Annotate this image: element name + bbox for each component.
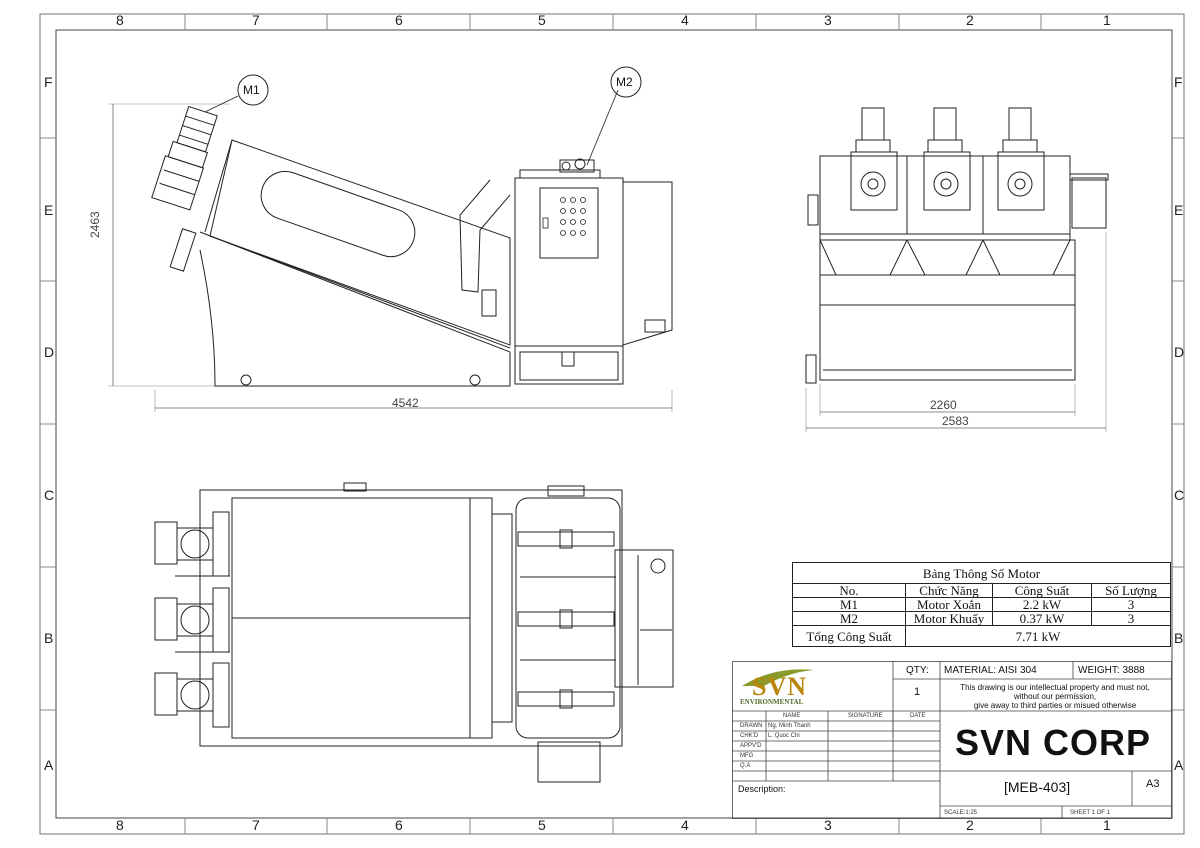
zone-row-right-C: C <box>1174 487 1185 503</box>
side-view <box>108 66 673 412</box>
motor-m2-no: M2 <box>792 611 906 626</box>
zone-col-top-7: 7 <box>252 12 260 28</box>
zone-row-right-D: D <box>1174 344 1185 360</box>
balloon-m1: M1 <box>243 83 260 97</box>
description-label: Description: <box>738 784 786 794</box>
sheet-label: SHEET 1 OF 1 <box>1070 810 1110 816</box>
qty-value: 1 <box>914 686 921 698</box>
zone-col-top-8: 8 <box>116 12 124 28</box>
motor-total-value: 7.71 kW <box>905 625 1171 647</box>
qty-label: QTY: <box>906 665 929 676</box>
zone-col-bottom-3: 3 <box>824 817 832 833</box>
role-qa: Q.A <box>740 763 751 769</box>
motor-table-title: Bảng Thông Số Motor <box>792 562 1171 584</box>
top-view <box>154 482 674 783</box>
motor-total-label: Tổng Công Suất <box>792 625 906 647</box>
motor-table-header-qty: Số Lượng <box>1091 583 1171 598</box>
role-checked: CHK'D <box>740 733 759 739</box>
table-row: M2 Motor Khuấy 0.37 kW 3 <box>792 611 1171 626</box>
motor-m1-qty: 3 <box>1091 597 1171 612</box>
ip-notice-line-3: give away to third parties or misued oth… <box>973 701 1137 710</box>
zone-col-bottom-1: 1 <box>1103 817 1111 833</box>
col-header-signature: SIGNATURE <box>848 713 883 719</box>
zone-row-left-F: F <box>44 74 53 90</box>
zone-ticks <box>40 14 1184 834</box>
weight-label: WEIGHT: 3888 <box>1078 665 1145 676</box>
motor-m2-qty: 3 <box>1091 611 1171 626</box>
zone-row-right-B: B <box>1174 630 1184 646</box>
zone-col-bottom-5: 5 <box>538 817 546 833</box>
dim-side-height: 2463 <box>88 211 102 238</box>
zone-row-left-C: C <box>44 487 55 503</box>
motor-table-header-function: Chức Năng <box>905 583 993 598</box>
zone-row-right-A: A <box>1174 757 1184 773</box>
material-label: MATERIAL: AISI 304 <box>944 665 1037 676</box>
dim-end-outer-width: 2583 <box>942 414 969 428</box>
ip-notice-line-2: without our permission, <box>1013 692 1097 701</box>
logo-text: SVN <box>752 672 808 701</box>
col-header-name: NAME <box>783 713 801 719</box>
dim-end-inner-width: 2260 <box>930 398 957 412</box>
zone-col-bottom-4: 4 <box>681 817 689 833</box>
company-name: SVN CORP <box>955 722 1152 763</box>
motor-table-header-no: No. <box>792 583 906 598</box>
motor-m2-power: 0.37 kW <box>992 611 1092 626</box>
zone-col-bottom-2: 2 <box>966 817 974 833</box>
role-drawn: DRAWN <box>740 723 763 729</box>
svn-logo: SVN ENVIRONMENTAL <box>734 662 892 708</box>
motor-m2-function: Motor Khuấy <box>905 611 993 626</box>
zone-col-bottom-8: 8 <box>116 817 124 833</box>
role-mfg: MFG <box>740 753 754 759</box>
zone-col-top-1: 1 <box>1103 12 1111 28</box>
zone-row-right-F: F <box>1174 74 1183 90</box>
role-approved: APPV'D <box>740 743 762 749</box>
logo-subtext: ENVIRONMENTAL <box>740 698 804 706</box>
motor-m1-no: M1 <box>792 597 906 612</box>
motor-table-header-power: Công Suất <box>992 583 1092 598</box>
zone-row-left-A: A <box>44 757 54 773</box>
zone-row-right-E: E <box>1174 202 1184 218</box>
sheet-size: A3 <box>1146 778 1160 790</box>
zone-row-left-D: D <box>44 344 55 360</box>
motor-m1-power: 2.2 kW <box>992 597 1092 612</box>
col-header-date: DATE <box>910 713 926 719</box>
zone-col-top-3: 3 <box>824 12 832 28</box>
zone-col-top-5: 5 <box>538 12 546 28</box>
name-drawn: Ng. Minh Thanh <box>768 723 811 729</box>
ip-notice-line-1: This drawing is our intellectual propert… <box>960 683 1150 692</box>
zone-col-bottom-6: 6 <box>395 817 403 833</box>
zone-col-top-6: 6 <box>395 12 403 28</box>
zone-row-left-B: B <box>44 630 54 646</box>
zone-col-bottom-7: 7 <box>252 817 260 833</box>
drawing-number: [MEB-403] <box>1004 779 1071 795</box>
balloon-m2: M2 <box>616 75 633 89</box>
zone-row-left-E: E <box>44 202 54 218</box>
scale-label: SCALE:1:25 <box>944 810 978 816</box>
dim-side-length: 4542 <box>392 396 419 410</box>
table-row: M1 Motor Xoắn 2.2 kW 3 <box>792 597 1171 612</box>
end-view <box>805 107 1109 432</box>
title-block-frame <box>732 661 1172 819</box>
name-checked: L. Quoc Chi <box>768 733 800 739</box>
zone-col-top-2: 2 <box>966 12 974 28</box>
motor-spec-table: Bảng Thông Số Motor No. Chức Năng Công S… <box>792 562 1171 647</box>
motor-m1-function: Motor Xoắn <box>905 597 993 612</box>
zone-col-top-4: 4 <box>681 12 689 28</box>
ip-notice: This drawing is our intellectual propert… <box>942 683 1168 710</box>
